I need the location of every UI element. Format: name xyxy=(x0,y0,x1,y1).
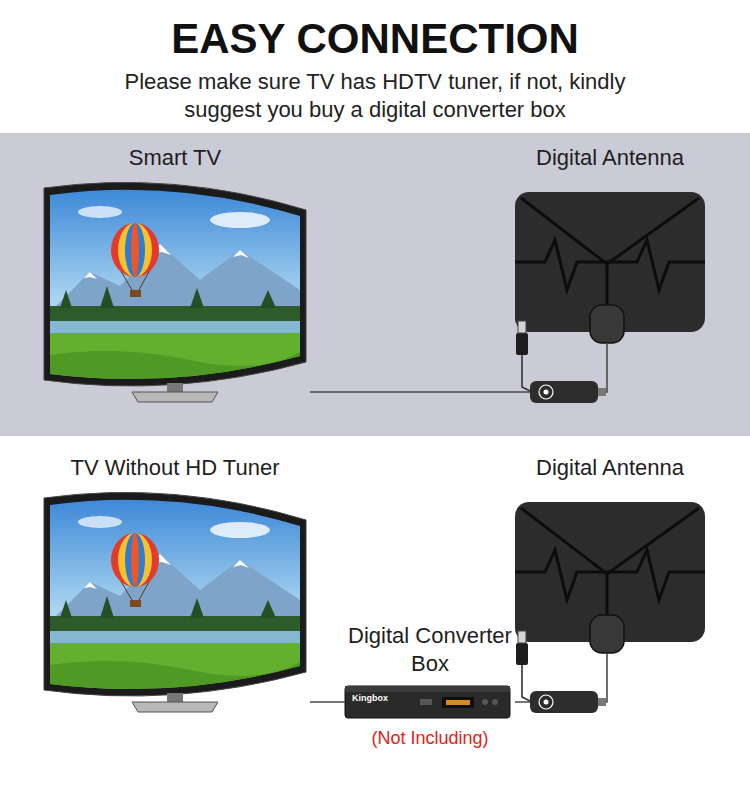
cable-connector xyxy=(310,701,345,703)
tv-node: TV Without HD Tuner xyxy=(40,450,310,740)
node-heading: Digital Antenna xyxy=(505,450,715,482)
node-heading: Smart TV xyxy=(40,140,310,172)
antenna-node: Digital Antenna xyxy=(505,140,715,370)
node-heading: Digital Converter Box xyxy=(345,622,515,678)
amplifier-illustration xyxy=(516,321,606,403)
antenna-node: Digital Antenna xyxy=(505,450,715,680)
title: EASY CONNECTION xyxy=(0,14,750,64)
node-heading: TV Without HD Tuner xyxy=(40,450,310,482)
brand-label: Kingbox xyxy=(352,693,422,704)
converter-box-illustration xyxy=(345,686,510,718)
tv-node: Smart TV xyxy=(40,140,310,415)
converter-box-node: Digital Converter Box (Not Including) xyxy=(345,622,515,757)
tv-illustration xyxy=(40,480,310,712)
background-panel xyxy=(0,133,750,436)
antenna-illustration xyxy=(515,192,705,370)
tv-illustration xyxy=(40,170,310,402)
antenna-illustration xyxy=(515,502,705,680)
note-text: (Not Including) xyxy=(345,726,515,750)
node-heading: Digital Antenna xyxy=(505,140,715,172)
subtitle-note: Please make sure TV has HDTV tuner, if n… xyxy=(115,68,635,124)
amplifier-illustration xyxy=(516,631,606,713)
